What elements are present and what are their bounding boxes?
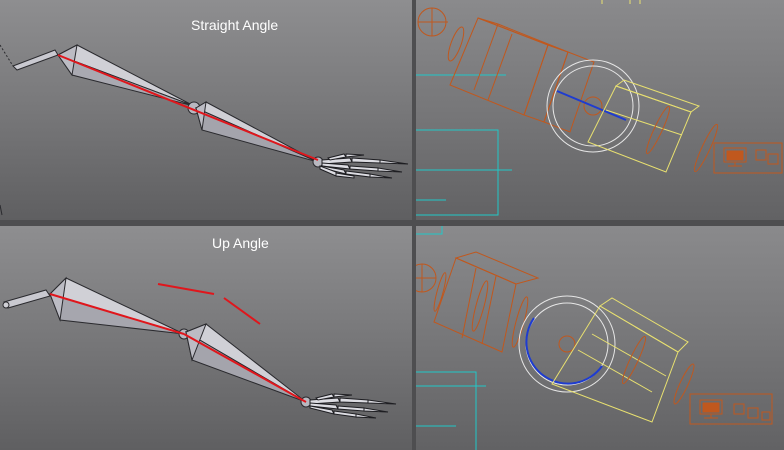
- upper-arm-wirebox[interactable]: [432, 251, 540, 353]
- hand-bones[interactable]: [309, 393, 397, 419]
- swivel-angle-line: [556, 90, 627, 121]
- viewport-divider-horizontal: [0, 220, 784, 226]
- viewport-top-right[interactable]: [416, 0, 784, 220]
- forearm-wirebox[interactable]: [543, 51, 595, 133]
- viewport-title-up: Up Angle: [212, 235, 269, 251]
- ik-line-straight: [57, 54, 319, 161]
- upper-arm-bone[interactable]: [56, 44, 195, 107]
- forearm-bone[interactable]: [184, 323, 307, 403]
- ik-solver-gizmo-icon[interactable]: [546, 59, 640, 153]
- hand-wirebox[interactable]: [551, 297, 689, 423]
- target-crosshair-icon[interactable]: [416, 263, 437, 293]
- target-crosshair-icon[interactable]: [417, 7, 448, 37]
- shoulder-bone[interactable]: [2, 289, 51, 309]
- bone-chain-straight[interactable]: [0, 0, 412, 220]
- bone-chain-up[interactable]: [0, 226, 412, 450]
- viewport-top-left[interactable]: Straight Angle: [0, 0, 412, 220]
- ik-lines-up: [49, 283, 307, 403]
- wire-ellipses: [645, 105, 719, 173]
- ik-gizmo-view-up[interactable]: [416, 226, 784, 450]
- ik-solver-gizmo-icon[interactable]: [518, 295, 616, 393]
- viewport-title-straight: Straight Angle: [191, 17, 279, 33]
- shoulder-bone[interactable]: [0, 44, 59, 71]
- hand-bones[interactable]: [319, 153, 409, 179]
- wire-ellipses: [621, 335, 695, 405]
- ik-gizmo-view-straight[interactable]: [416, 0, 784, 220]
- viewport-bottom-right[interactable]: [416, 226, 784, 450]
- computer-icon[interactable]: [689, 393, 773, 425]
- upper-arm-bone[interactable]: [49, 276, 185, 335]
- cyan-wire-guides: [416, 74, 512, 216]
- computer-icon[interactable]: [713, 142, 783, 174]
- hand-wirebox[interactable]: [587, 79, 701, 173]
- viewport-bottom-left[interactable]: Up Angle: [0, 226, 412, 450]
- cyan-wire-guides: [416, 226, 486, 450]
- swivel-angle-arc: [525, 317, 603, 385]
